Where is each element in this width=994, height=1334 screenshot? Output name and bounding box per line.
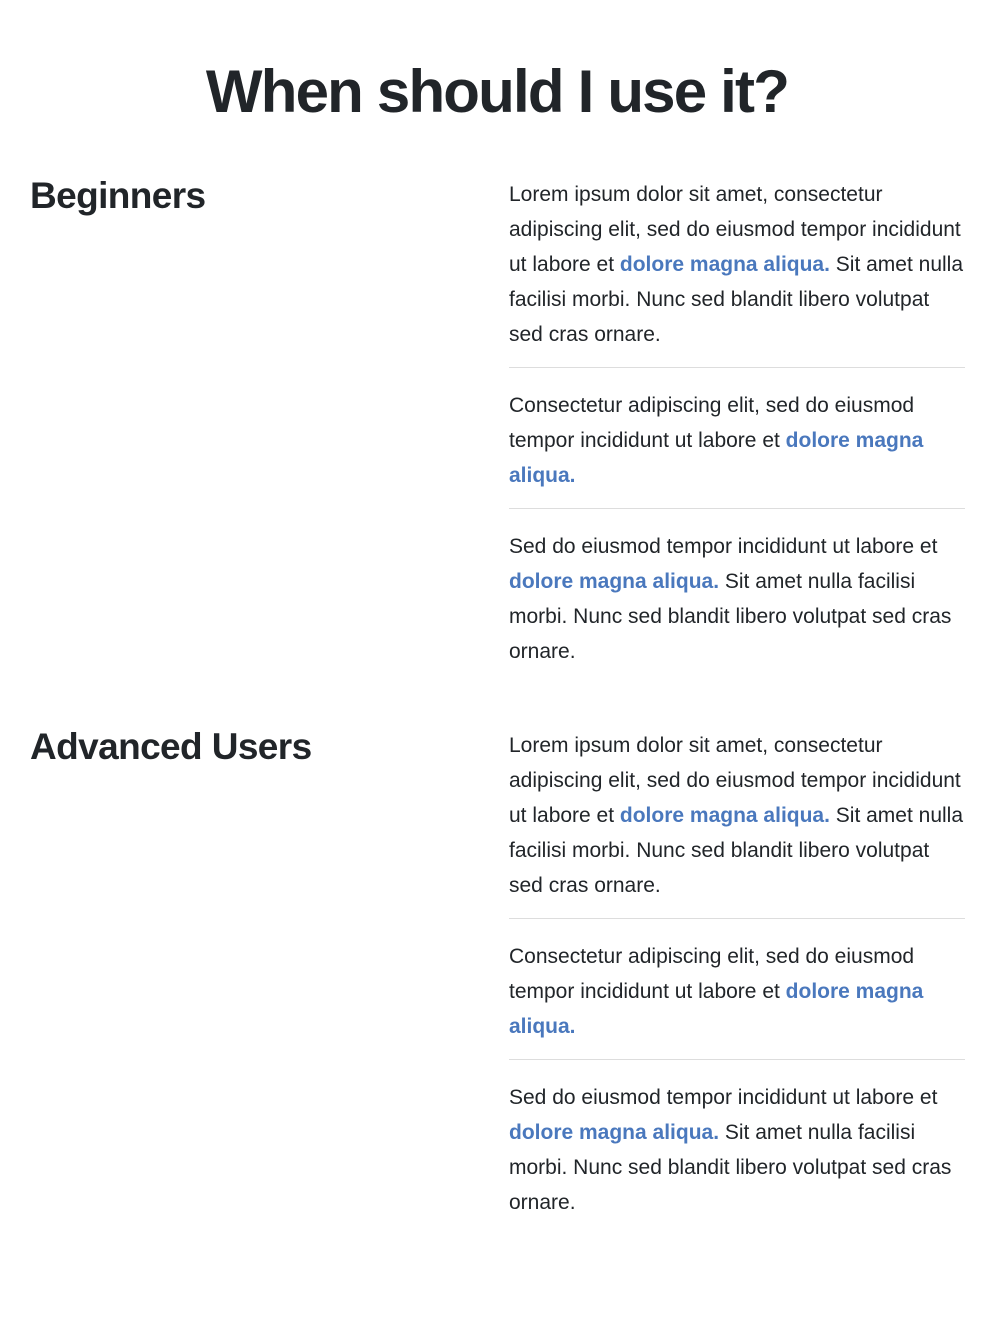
- dolore-magna-aliqua-link[interactable]: dolore magna aliqua.: [509, 570, 720, 593]
- item-text-before: Lorem ipsum dolor sit amet, consectetur …: [509, 734, 961, 827]
- item-text-after: Sit amet nulla facilisi morbi. Nunc sed …: [509, 253, 964, 346]
- beginners-item-list: Lorem ipsum dolor sit amet, consectetur …: [509, 172, 965, 684]
- list-item: Consectetur adipiscing elit, sed do eius…: [509, 383, 965, 509]
- item-text-after: Sit amet nulla facilisi morbi. Nunc sed …: [509, 804, 964, 897]
- item-text-before: Sed do eiusmod tempor incididunt ut labo…: [509, 1086, 938, 1109]
- section-heading-advanced-users: Advanced Users: [30, 726, 312, 767]
- item-text-before: Consectetur adipiscing elit, sed do eius…: [509, 394, 915, 452]
- list-item: Consectetur adipiscing elit, sed do eius…: [509, 934, 965, 1060]
- list-item: Sed do eiusmod tempor incididunt ut labo…: [509, 1075, 965, 1235]
- dolore-magna-aliqua-link[interactable]: dolore magna aliqua.: [509, 1121, 720, 1144]
- dolore-magna-aliqua-link[interactable]: dolore magna aliqua.: [509, 429, 924, 487]
- item-paragraph: Lorem ipsum dolor sit amet, consectetur …: [509, 177, 965, 352]
- item-text-after: Sit amet nulla facilisi morbi. Nunc sed …: [509, 1121, 952, 1214]
- section-heading-beginners: Beginners: [30, 175, 206, 216]
- page-title: When should I use it?: [205, 58, 790, 125]
- item-paragraph: Lorem ipsum dolor sit amet, consectetur …: [509, 728, 965, 903]
- section-beginners: Beginners Lorem ipsum dolor sit amet, co…: [30, 172, 965, 684]
- section-advanced-users: Advanced Users Lorem ipsum dolor sit ame…: [30, 723, 965, 1235]
- item-text-before: Lorem ipsum dolor sit amet, consectetur …: [509, 183, 961, 276]
- dolore-magna-aliqua-link[interactable]: dolore magna aliqua.: [509, 980, 924, 1038]
- list-item: Sed do eiusmod tempor incididunt ut labo…: [509, 524, 965, 684]
- list-item: Lorem ipsum dolor sit amet, consectetur …: [509, 723, 965, 919]
- item-text-after: Sit amet nulla facilisi morbi. Nunc sed …: [509, 570, 952, 663]
- item-paragraph: Consectetur adipiscing elit, sed do eius…: [509, 388, 965, 493]
- item-text-before: Consectetur adipiscing elit, sed do eius…: [509, 945, 915, 1003]
- dolore-magna-aliqua-link[interactable]: dolore magna aliqua.: [619, 253, 830, 276]
- list-item: Lorem ipsum dolor sit amet, consectetur …: [509, 172, 965, 368]
- item-paragraph: Sed do eiusmod tempor incididunt ut labo…: [509, 529, 965, 669]
- item-paragraph: Consectetur adipiscing elit, sed do eius…: [509, 939, 965, 1044]
- item-paragraph: Sed do eiusmod tempor incididunt ut labo…: [509, 1080, 965, 1220]
- item-text-before: Sed do eiusmod tempor incididunt ut labo…: [509, 535, 938, 558]
- dolore-magna-aliqua-link[interactable]: dolore magna aliqua.: [619, 804, 830, 827]
- advanced-users-item-list: Lorem ipsum dolor sit amet, consectetur …: [509, 723, 965, 1235]
